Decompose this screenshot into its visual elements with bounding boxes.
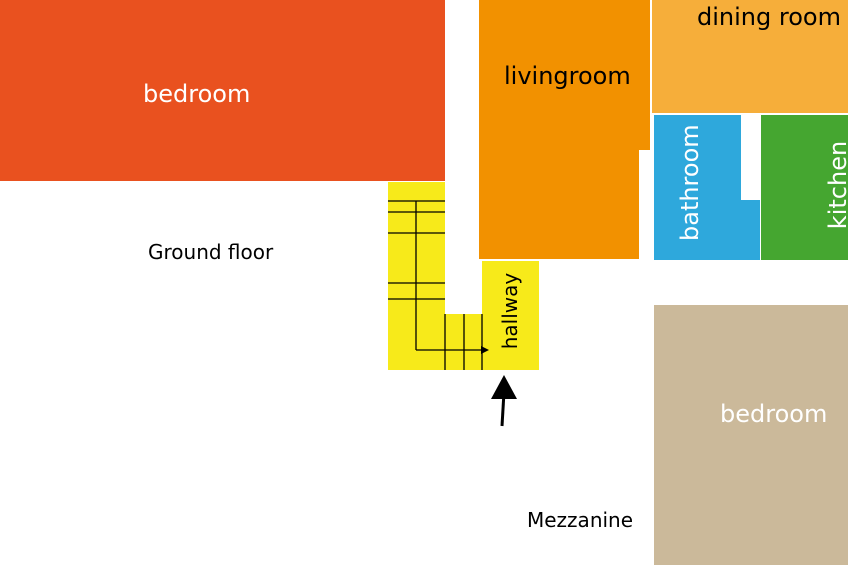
- dining-room-room: [652, 0, 848, 113]
- bedroom-mezzanine-label: bedroom: [720, 400, 828, 428]
- livingroom-room-lower: [479, 148, 639, 259]
- livingroom-room: [479, 0, 650, 150]
- bathroom-room-lower: [741, 200, 760, 260]
- bedroom-ground-label: bedroom: [143, 80, 251, 108]
- bedroom-mezzanine-room: [654, 305, 848, 565]
- dining-room-label: dining room: [697, 3, 841, 31]
- kitchen-room: [761, 115, 848, 260]
- bedroom-ground-room: [0, 0, 445, 181]
- ground-floor-label: Ground floor: [148, 240, 274, 264]
- stairs-direction-arrow-icon: [481, 346, 489, 354]
- entrance-arrow-icon: [491, 375, 517, 399]
- livingroom-label: livingroom: [504, 62, 631, 90]
- bathroom-room: [654, 115, 741, 260]
- mezzanine-label: Mezzanine: [527, 508, 634, 532]
- hallway-room: [482, 261, 539, 370]
